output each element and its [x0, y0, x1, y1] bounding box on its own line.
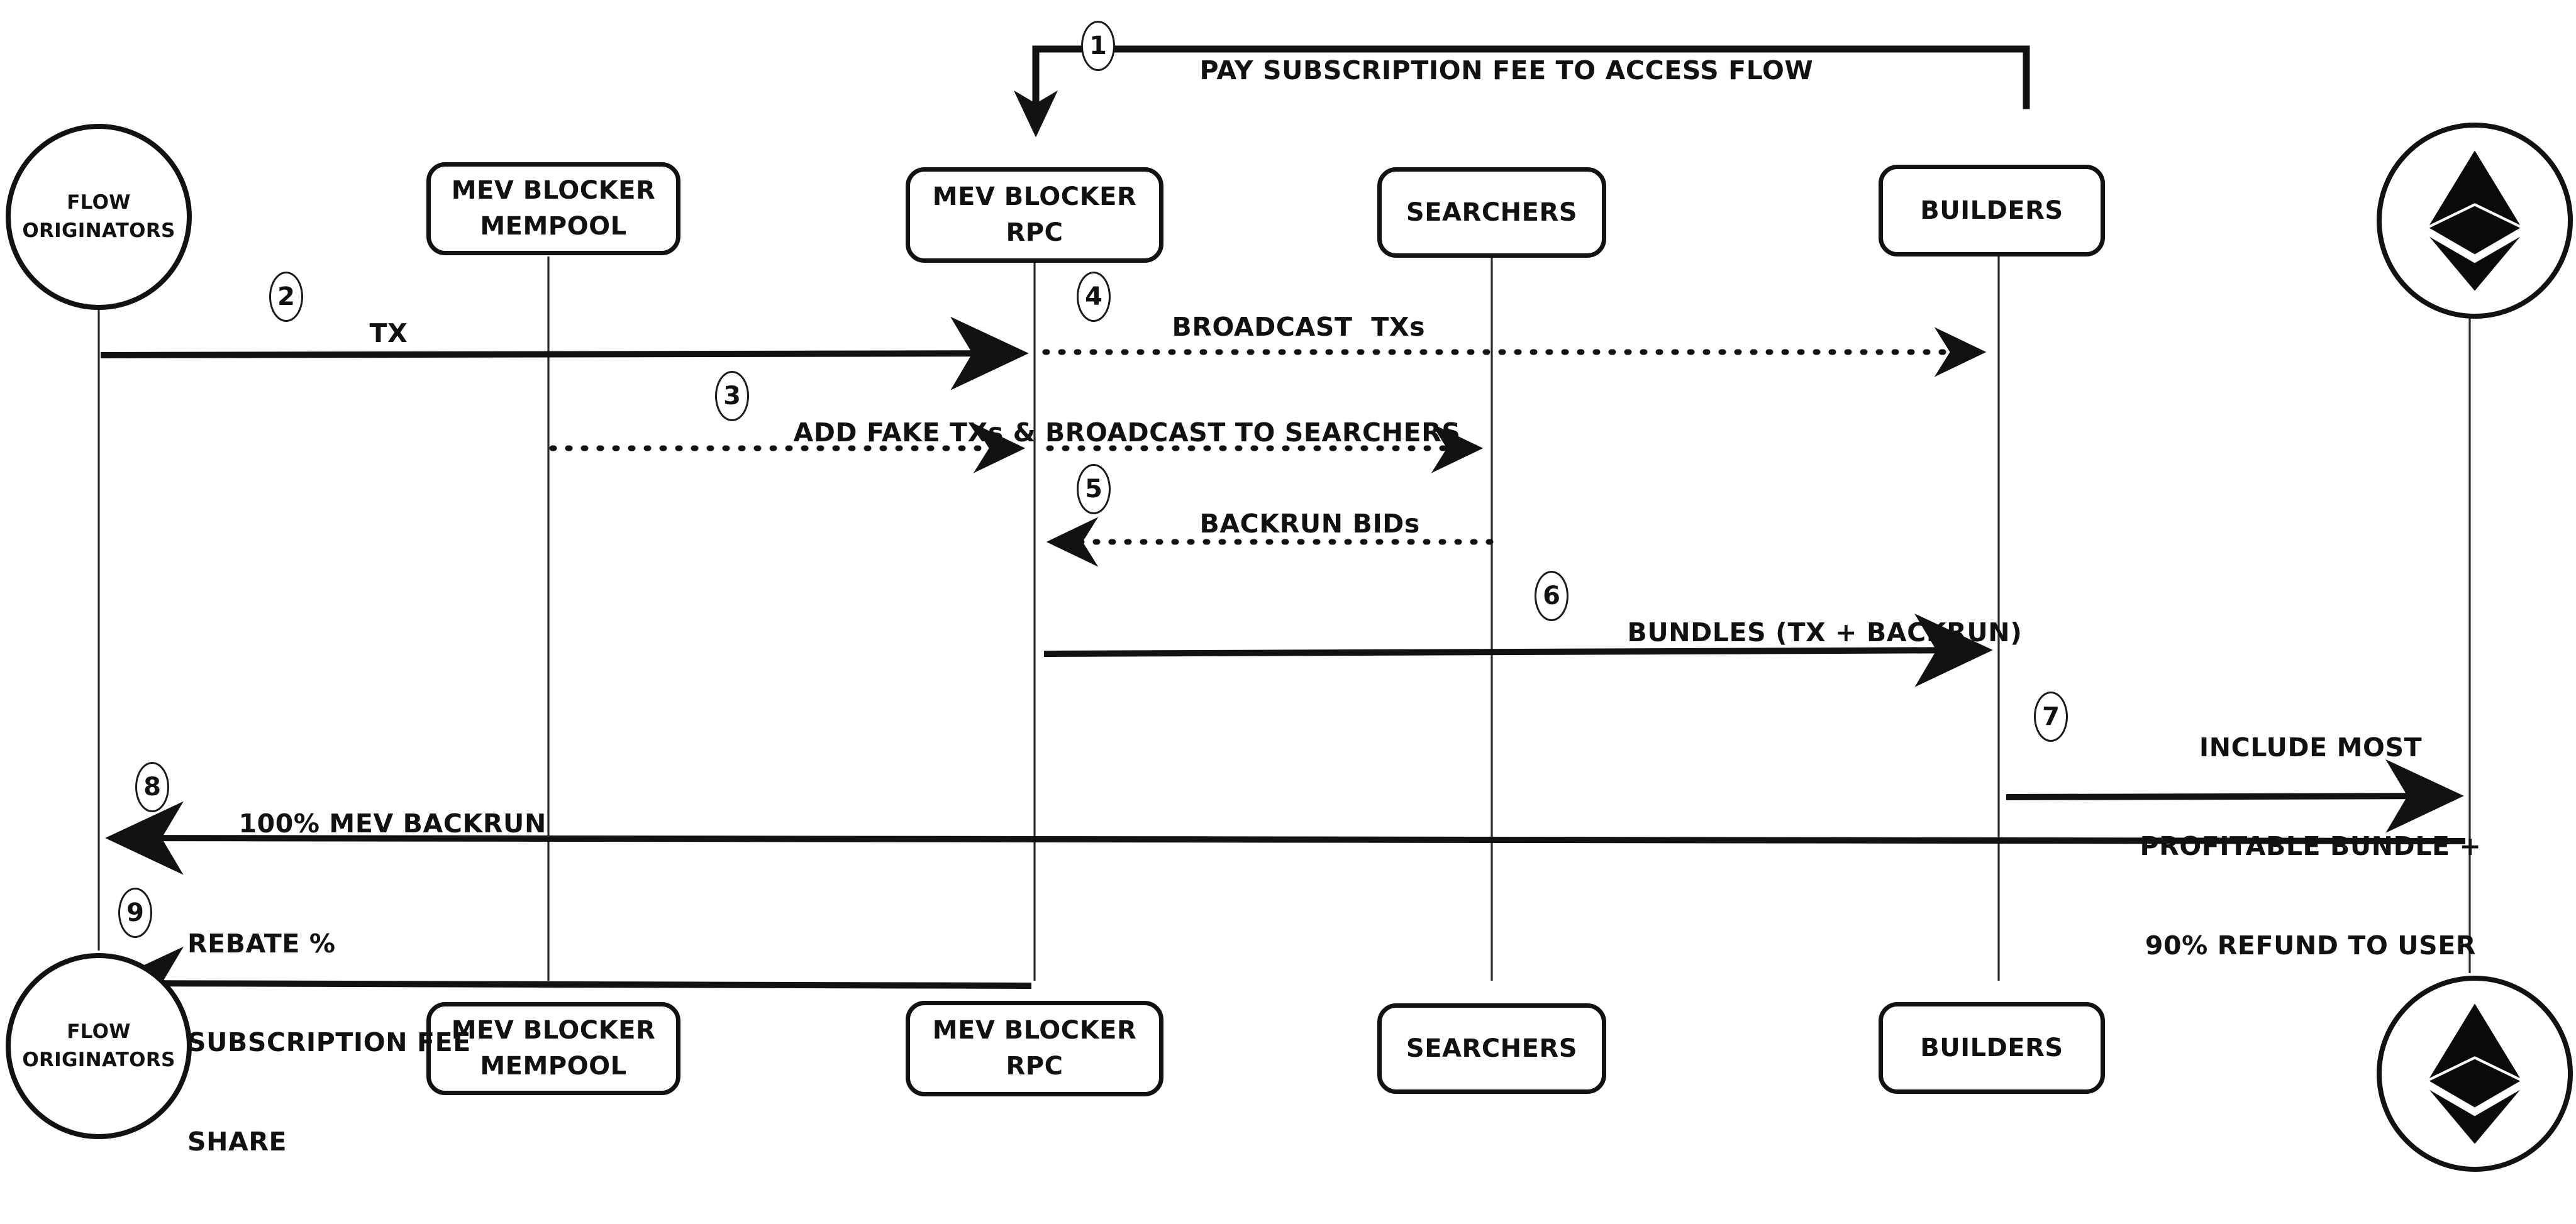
mempool-label-line2: MEMPOOL	[480, 212, 627, 241]
step-number-2: 2	[277, 282, 295, 311]
participant-flow-originators-bottom[interactable]: FLOW ORIGINATORS	[6, 953, 192, 1139]
message-label-step-6: BUNDLES (TX + BACKRUN)	[1590, 583, 2023, 682]
step-badge-7: 7	[2034, 692, 2068, 742]
step-number-7: 7	[2042, 702, 2060, 731]
flow-originators-label-line1: FLOW	[67, 191, 131, 214]
mempool-label-line1: MEV BLOCKER	[451, 176, 656, 206]
arrow-step-8	[105, 801, 2466, 875]
participant-mev-blocker-mempool-bottom[interactable]: MEV BLOCKER MEMPOOL	[426, 1002, 680, 1095]
participant-builders-bottom[interactable]: BUILDERS	[1879, 1002, 2105, 1094]
mempool-label-line2-bottom: MEMPOOL	[480, 1052, 627, 1081]
flow-originators-label-line1-bottom: FLOW	[67, 1020, 131, 1044]
arrow-step-2	[100, 316, 1029, 390]
step-badge-5: 5	[1077, 464, 1111, 514]
rpc-label-line1-bottom: MEV BLOCKER	[932, 1016, 1137, 1045]
arrow-step-7	[2006, 759, 2464, 833]
participant-searchers-top[interactable]: SEARCHERS	[1377, 167, 1606, 258]
searchers-label: SEARCHERS	[1406, 197, 1578, 227]
step-badge-1: 1	[1081, 21, 1115, 71]
message-text-step-2: TX	[369, 318, 408, 349]
flow-originators-label-line2: ORIGINATORS	[22, 219, 175, 242]
ethereum-logo-icon	[2429, 150, 2521, 291]
lifelines-group	[97, 256, 2471, 981]
message-text-step-9-line3: SHARE	[187, 1126, 287, 1157]
arrow-step-1	[1013, 45, 2030, 138]
step-badge-6: 6	[1535, 571, 1568, 621]
message-text-step-1: PAY SUBSCRIPTION FEE TO ACCESS FLOW	[1199, 55, 1814, 86]
participant-builders-top[interactable]: BUILDERS	[1879, 165, 2105, 256]
message-label-step-2: TX	[332, 284, 408, 383]
participant-mev-blocker-rpc-bottom[interactable]: MEV BLOCKER RPC	[906, 1001, 1163, 1096]
message-label-step-1: PAY SUBSCRIPTION FEE TO ACCESS FLOW	[1162, 21, 1813, 120]
step-badge-3: 3	[715, 371, 749, 421]
message-label-step-7: INCLUDE MOST PROFITABLE BUNDLE + 90% REF…	[2085, 665, 2536, 1028]
participant-ethereum-bottom[interactable]	[2377, 976, 2573, 1172]
step-number-9: 9	[126, 898, 144, 927]
participant-ethereum-top[interactable]	[2377, 123, 2573, 319]
message-label-step-3: ADD FAKE TXs & BROADCAST TO SEARCHERS	[756, 383, 1461, 482]
rpc-label-line1: MEV BLOCKER	[932, 182, 1137, 212]
step-number-8: 8	[143, 773, 161, 802]
step-number-4: 4	[1085, 282, 1102, 311]
rpc-label-line2: RPC	[1006, 218, 1063, 247]
step-number-6: 6	[1543, 582, 1560, 610]
message-label-step-8: 100% MEV BACKRUN	[201, 775, 547, 873]
message-text-step-6: BUNDLES (TX + BACKRUN)	[1627, 617, 2023, 648]
participant-searchers-bottom[interactable]: SEARCHERS	[1377, 1003, 1606, 1094]
step-number-1: 1	[1089, 31, 1107, 60]
participant-flow-originators-top[interactable]: FLOW ORIGINATORS	[6, 124, 192, 310]
message-text-step-3: ADD FAKE TXs & BROADCAST TO SEARCHERS	[793, 417, 1461, 448]
message-label-step-5: BACKRUN BIDs	[1162, 475, 1420, 573]
step-badge-4: 4	[1077, 272, 1111, 322]
arrow-step-6	[1043, 613, 1993, 687]
message-text-step-9-line1: REBATE %	[187, 928, 336, 959]
step-badge-9: 9	[118, 888, 152, 938]
message-text-step-7-line1: INCLUDE MOST	[2199, 732, 2423, 763]
step-badge-2: 2	[269, 272, 303, 322]
message-text-step-4: BROADCAST TXs	[1172, 312, 1426, 343]
step-badge-8: 8	[135, 762, 169, 812]
step-number-3: 3	[723, 382, 741, 411]
rpc-label-line2-bottom: RPC	[1006, 1052, 1063, 1081]
participant-mev-blocker-mempool-top[interactable]: MEV BLOCKER MEMPOOL	[426, 162, 680, 255]
arrow-step-9	[105, 946, 1032, 1020]
flow-originators-label-line2-bottom: ORIGINATORS	[22, 1049, 175, 1071]
message-text-step-5: BACKRUN BIDs	[1199, 509, 1420, 539]
message-text-step-7-line2: PROFITABLE BUNDLE +	[2140, 831, 2482, 862]
searchers-label-bottom: SEARCHERS	[1406, 1034, 1578, 1063]
participant-mev-blocker-rpc-top[interactable]: MEV BLOCKER RPC	[906, 167, 1163, 263]
mempool-label-line1-bottom: MEV BLOCKER	[451, 1016, 656, 1045]
step-number-5: 5	[1085, 475, 1102, 504]
message-label-step-9: REBATE % SUBSCRIPTION FEE SHARE	[187, 861, 471, 1224]
builders-label-bottom: BUILDERS	[1920, 1033, 2063, 1062]
builders-label: BUILDERS	[1920, 196, 2063, 225]
message-text-step-9-line2: SUBSCRIPTION FEE	[187, 1027, 471, 1058]
message-label-step-4: BROADCAST TXs	[1135, 278, 1425, 377]
message-text-step-8: 100% MEV BACKRUN	[238, 808, 547, 839]
message-text-step-7-line3: 90% REFUND TO USER	[2145, 930, 2477, 961]
ethereum-logo-icon-bottom	[2429, 1003, 2521, 1144]
